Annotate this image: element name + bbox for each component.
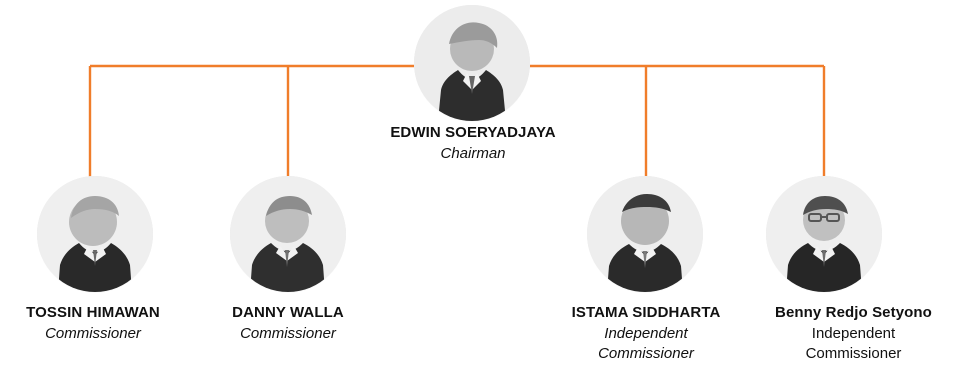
commissioner-3-name: ISTAMA SIDDHARTA [571, 304, 721, 321]
commissioner-3-photo [587, 176, 703, 292]
chairman-photo [414, 5, 530, 121]
commissioner-1-role: Commissioner [45, 325, 141, 342]
commissioner-1-name: TOSSIN HIMAWAN [26, 304, 160, 321]
commissioner-4-photo [766, 176, 882, 292]
chairman-portrait-image [414, 5, 530, 121]
commissioner-3-role-line-2: Commissioner [598, 345, 694, 362]
commissioner-4-role-line-1: Independent [811, 325, 896, 342]
commissioner-2-name: DANNY WALLA [232, 304, 344, 321]
commissioner-1-portrait-image [37, 176, 153, 292]
commissioner-2-portrait-image [230, 176, 346, 292]
commissioner-2-photo [230, 176, 346, 292]
commissioner-3-role-line-1: Independent [604, 325, 688, 342]
commissioner-2-role: Commissioner [240, 325, 336, 342]
chairman-role: Chairman [440, 145, 506, 162]
chairman-name: EDWIN SOERYADJAYA [390, 124, 556, 141]
commissioner-4-name: Benny Redjo Setyono [775, 304, 932, 321]
commissioner-4-portrait-image [766, 176, 882, 292]
commissioner-1-photo [37, 176, 153, 292]
commissioner-4-role-line-2: Commissioner [805, 345, 902, 362]
commissioner-3-portrait-image [587, 176, 703, 292]
